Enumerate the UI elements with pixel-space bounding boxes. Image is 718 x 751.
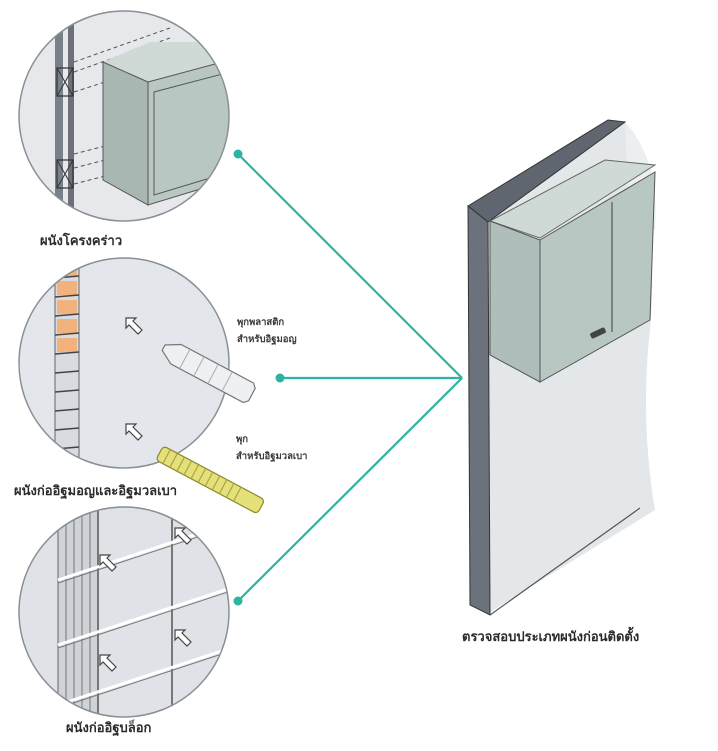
note-plastic-plug-line2: สำหรับอิฐมอญ xyxy=(237,334,297,345)
steel-stud xyxy=(55,11,63,221)
frame-wall-detail xyxy=(18,10,230,222)
note-aac-plug-line2: สำหรับอิฐมวลเบา xyxy=(236,451,308,462)
cabinet-handle xyxy=(590,327,606,339)
wall-cabinet xyxy=(488,159,657,383)
caption-frame-wall: ผนังโครงคร่าว xyxy=(40,234,123,249)
aac-plug-icon xyxy=(156,446,265,514)
caption-block-wall: ผนังก่ออิฐบล็อก xyxy=(66,721,152,736)
caption-brick-wall: ผนังก่ออิฐมอญและอิฐมวลเบา xyxy=(14,484,178,499)
connector-dot xyxy=(275,373,285,383)
plastic-plug-icon xyxy=(161,343,256,404)
note-plastic-plug-line1: พุกพลาสติก xyxy=(237,317,285,328)
caption-main: ตรวจสอบประเภทผนังก่อนติดตั้ง xyxy=(462,630,640,645)
block-wall-detail xyxy=(18,506,230,718)
connector-dot xyxy=(233,149,243,159)
main-wall-illustration xyxy=(467,119,657,616)
brick-wall-detail xyxy=(18,257,230,469)
note-plastic-plug: พุกพลาสติก สำหรับอิฐมอญ xyxy=(237,314,297,348)
note-aac-plug: พุก สำหรับอิฐมวลเบา xyxy=(236,431,308,465)
connector-lines xyxy=(233,149,463,606)
note-aac-plug-line1: พุก xyxy=(236,434,249,445)
connector-dot xyxy=(233,596,243,606)
bracket xyxy=(56,67,74,97)
